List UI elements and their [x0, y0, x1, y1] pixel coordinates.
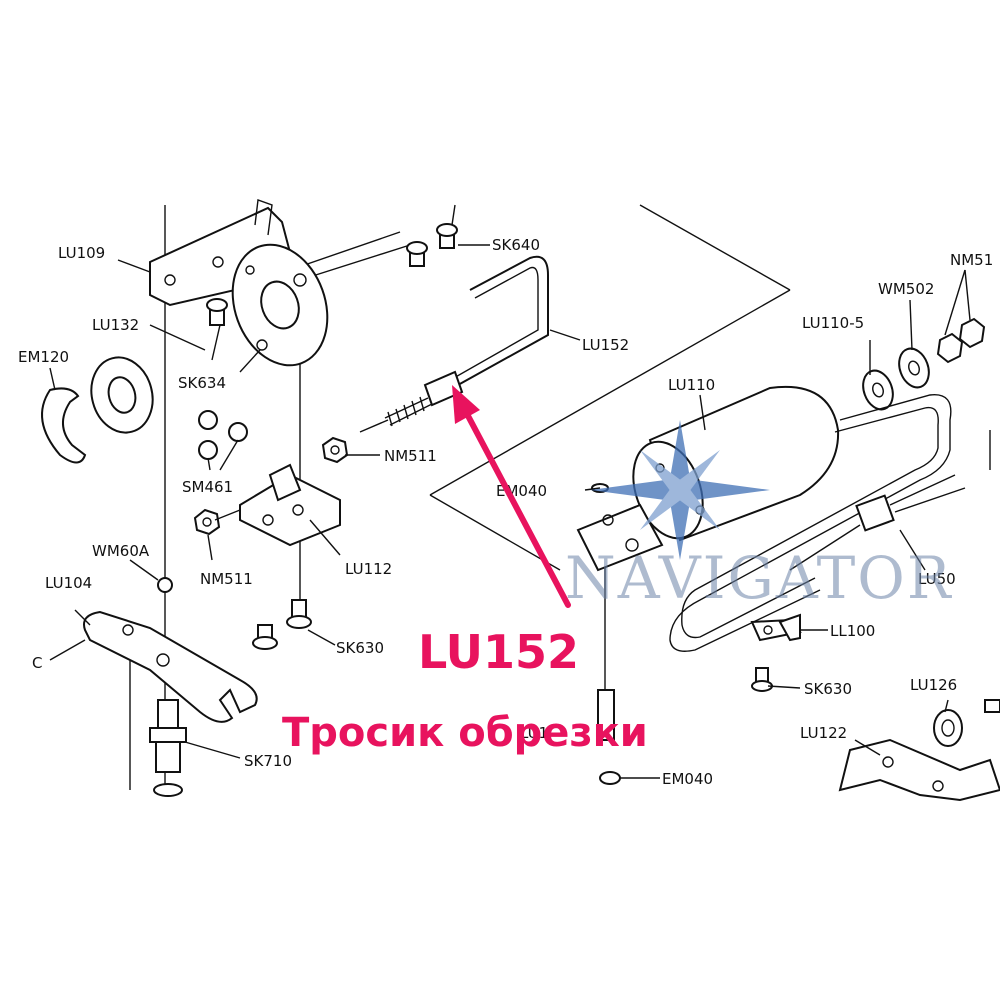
label-sk710: SK710 — [244, 752, 292, 770]
label-lu1-partial: LU1 — [520, 724, 548, 742]
label-c: C — [32, 654, 42, 672]
highlight-description: Тросик обрезки — [282, 710, 648, 756]
label-sm461: SM461 — [182, 478, 233, 496]
label-nm511-bottom: NM511 — [200, 570, 253, 588]
part-ll100-clip — [750, 613, 802, 642]
watermark-text: NAVIGATOR — [565, 544, 953, 612]
label-em120: EM120 — [18, 348, 69, 366]
part-screws — [198, 223, 773, 785]
label-lu112: LU112 — [345, 560, 392, 578]
label-em040-bottom: EM040 — [662, 770, 713, 788]
part-lu152-cable — [359, 255, 549, 433]
part-labels: LU109 SK640 LU132 EM120 SK634 LU152 NM51… — [18, 236, 993, 788]
label-lu152: LU152 — [582, 336, 629, 354]
label-nm51: NM51 — [950, 251, 993, 269]
part-washers-and-nuts — [862, 317, 986, 411]
part-sk710-stud — [149, 699, 187, 797]
highlight-arrow — [452, 385, 571, 608]
label-ll100: LL100 — [830, 622, 875, 640]
label-wm502: WM502 — [878, 280, 934, 298]
label-lu110-5: LU110-5 — [802, 314, 864, 332]
highlight-part-code: LU152 — [418, 625, 579, 679]
label-lu132: LU132 — [92, 316, 139, 334]
navigator-watermark: NAVIGATOR — [565, 420, 953, 612]
compass-star-icon — [590, 420, 770, 560]
part-lu104-lever — [83, 577, 258, 723]
label-lu109: LU109 — [58, 244, 105, 262]
label-lu104: LU104 — [45, 574, 92, 592]
part-lu132-washer — [90, 356, 154, 434]
part-lu110-solenoid — [576, 386, 840, 572]
label-sk640: SK640 — [492, 236, 540, 254]
label-sk634: SK634 — [178, 374, 226, 392]
part-disc-plate — [231, 243, 329, 367]
label-nm511-top: NM511 — [384, 447, 437, 465]
label-sk630-left: SK630 — [336, 639, 384, 657]
leader-lines — [49, 204, 971, 779]
part-em120-ering — [41, 387, 87, 464]
label-lu110: LU110 — [668, 376, 715, 394]
label-sk630-right: SK630 — [804, 680, 852, 698]
part-lu50-heater — [669, 394, 966, 652]
part-lu126-lu122 — [838, 699, 1000, 802]
label-lu50: LU50 — [918, 570, 956, 588]
label-lu122: LU122 — [800, 724, 847, 742]
part-lu112-bracket — [214, 463, 341, 547]
label-lu126: LU126 — [910, 676, 957, 694]
label-wm60a: WM60A — [92, 542, 150, 560]
